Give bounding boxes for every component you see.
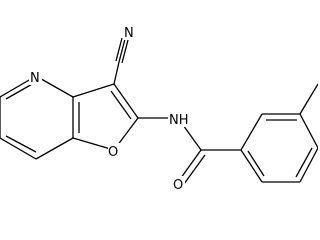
bond-c7-c7a (35, 137, 74, 160)
bond-c3-c3a (72, 83, 115, 98)
bond-methyl (299, 83, 318, 115)
bond-nitrile-triple-center (118, 38, 126, 63)
nh-label-bg (168, 111, 189, 127)
o-carbonyl-label-bg (172, 176, 185, 192)
bond-c6-c7-double (0, 137, 37, 160)
bond-nitrile-triple-right (121, 39, 129, 64)
bond-nitrile-c-c (113, 61, 120, 85)
n-pyridine-label-bg (29, 69, 42, 85)
bond-b1-b2 (240, 113, 263, 151)
bond-layer (0, 37, 318, 185)
o-furan-label-bg (108, 143, 121, 159)
n-cyano-label-bg (123, 24, 136, 40)
bond-b4-b5-double (299, 147, 318, 183)
n-pyridine-label: N (30, 71, 40, 86)
bond-b6-b1-double-inner (247, 150, 265, 177)
bond-c3a-n4 (35, 75, 74, 98)
bond-b3-b4 (299, 113, 318, 149)
bond-b6-b1-double (240, 149, 263, 183)
n-cyano-label: N (124, 26, 134, 41)
bond-c6-c7-double-inner (5, 135, 37, 153)
bond-b4-b5-double-inner (295, 147, 313, 178)
o-furan-label: O (108, 145, 118, 160)
bond-n4-c5-double-inner (5, 82, 35, 100)
chemical-structure-figure: N N O NH O (0, 24, 318, 193)
bond-c3-c2-double (113, 83, 139, 119)
bond-o-c7a (72, 137, 115, 151)
o-carbonyl-label: O (173, 178, 183, 193)
nh-label: NH (169, 113, 189, 128)
bond-nitrile-triple-left (115, 37, 123, 62)
bond-c3-c2-double-inner (110, 90, 132, 120)
molecule-drawing: N N O NH O (0, 24, 318, 193)
bond-carbonyl-double-inner (183, 154, 206, 185)
